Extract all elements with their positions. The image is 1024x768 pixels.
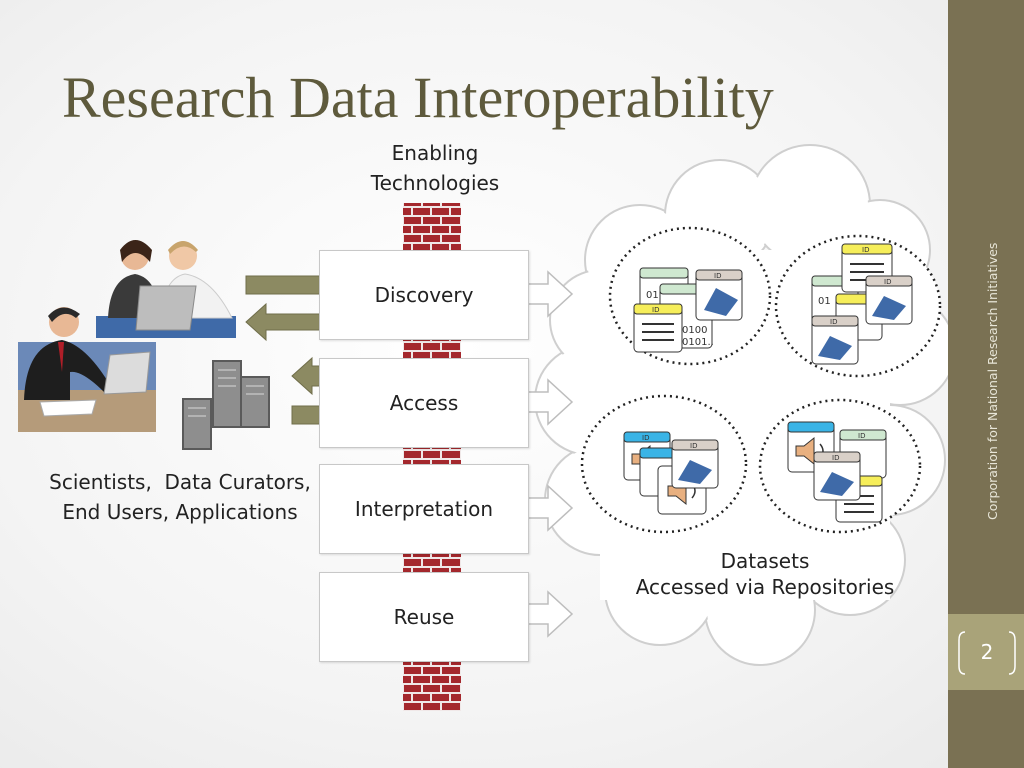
- image-file-icon: ID: [671, 439, 719, 489]
- svg-text:ID: ID: [642, 434, 649, 442]
- users-label: Scientists, Data Curators, End Users, Ap…: [30, 467, 330, 527]
- enabling-line-1: Enabling: [391, 141, 479, 165]
- binary-text: 0100: [682, 325, 707, 336]
- datasets-line-2: Accessed via Repositories: [635, 575, 895, 599]
- svg-text:ID: ID: [862, 246, 869, 254]
- dataset-icons: 01 0100 0101.. ID ID 01 ID: [623, 243, 913, 523]
- users-line-1: Scientists, Data Curators,: [49, 470, 311, 494]
- datasets-line-1: Datasets: [720, 549, 810, 573]
- binary-text: 01: [646, 290, 659, 301]
- users-illustration: [18, 240, 236, 432]
- image-file-icon: ID: [865, 275, 913, 325]
- page-number-frame: [958, 631, 1016, 675]
- svg-text:ID: ID: [884, 278, 891, 286]
- enabling-technologies-label: Enabling Technologies: [350, 138, 520, 198]
- stage-arrows: [527, 270, 574, 638]
- image-file-icon: ID: [811, 315, 859, 365]
- image-file-icon: ID: [813, 451, 861, 501]
- text-file-icon: ID: [633, 303, 683, 353]
- slide-title: Research Data Interoperability: [62, 65, 774, 130]
- binary-text: 0101..: [682, 337, 714, 348]
- stage-reuse: Reuse: [319, 572, 529, 662]
- svg-text:ID: ID: [832, 454, 839, 462]
- servers-icon: [182, 360, 270, 450]
- svg-text:ID: ID: [858, 432, 865, 440]
- stage-discovery: Discovery: [319, 250, 529, 340]
- green-arrows: [245, 275, 321, 425]
- svg-text:ID: ID: [830, 318, 837, 326]
- page-number: 2: [980, 640, 994, 664]
- svg-text:ID: ID: [652, 306, 659, 314]
- page-number-box: [948, 614, 1024, 690]
- stage-interpretation: Interpretation: [319, 464, 529, 554]
- svg-text:ID: ID: [690, 442, 697, 450]
- binary-text: 01: [818, 296, 831, 307]
- users-line-2: End Users, Applications: [62, 500, 298, 524]
- enabling-line-2: Technologies: [370, 171, 500, 195]
- svg-text:ID: ID: [714, 272, 721, 280]
- organization-name: Corporation for National Research Initia…: [985, 242, 1000, 520]
- stage-access: Access: [319, 358, 529, 448]
- datasets-label: Datasets Accessed via Repositories: [620, 548, 910, 600]
- image-file-icon: ID: [695, 269, 743, 321]
